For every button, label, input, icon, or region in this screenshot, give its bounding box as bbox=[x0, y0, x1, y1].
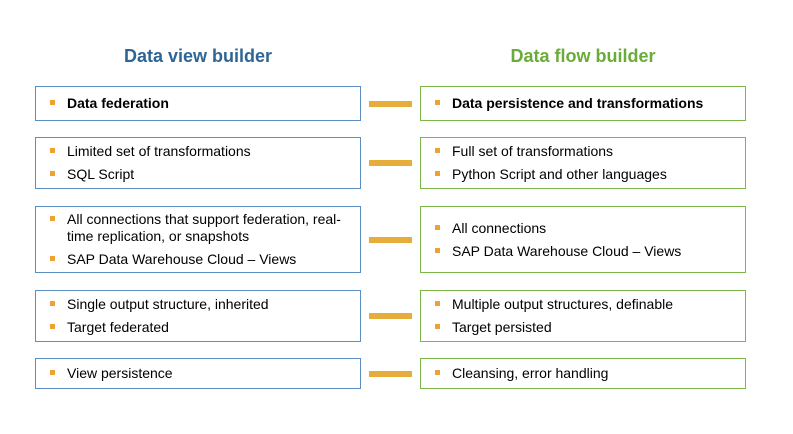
item-text: Data persistence and transformations bbox=[452, 95, 704, 111]
left-box-row-1: Data federation bbox=[35, 86, 361, 121]
item-text: Limited set of transformations bbox=[67, 143, 251, 159]
list-item: Data federation bbox=[50, 95, 350, 112]
connector-bar-row-2 bbox=[369, 160, 412, 166]
square-bullet-icon bbox=[50, 171, 55, 176]
square-bullet-icon bbox=[50, 370, 55, 375]
item-text: Python Script and other languages bbox=[452, 166, 667, 182]
square-bullet-icon bbox=[50, 256, 55, 261]
list-item: Target persisted bbox=[435, 319, 735, 336]
square-bullet-icon bbox=[435, 171, 440, 176]
item-text: Target persisted bbox=[452, 319, 552, 335]
connector-bar-row-4 bbox=[369, 313, 412, 319]
list-item: Full set of transformations bbox=[435, 143, 735, 160]
item-text: Target federated bbox=[67, 319, 169, 335]
list-item: Data persistence and transformations bbox=[435, 95, 735, 112]
list-item: SQL Script bbox=[50, 166, 350, 183]
square-bullet-icon bbox=[50, 324, 55, 329]
list-item: Cleansing, error handling bbox=[435, 365, 735, 382]
square-bullet-icon bbox=[50, 148, 55, 153]
square-bullet-icon bbox=[435, 370, 440, 375]
square-bullet-icon bbox=[50, 100, 55, 105]
item-text: All connections bbox=[452, 219, 547, 236]
connector-bar-row-5 bbox=[369, 370, 412, 377]
list-item: Target federated bbox=[50, 319, 350, 336]
square-bullet-icon bbox=[435, 247, 440, 253]
connector-bar-row-3 bbox=[369, 236, 412, 243]
list-item: All connections bbox=[435, 220, 735, 237]
square-bullet-icon bbox=[435, 148, 440, 153]
left-box-row-3: All connections that support federation,… bbox=[35, 206, 361, 273]
list-item: View persistence bbox=[50, 365, 350, 382]
item-text: Full set of transformations bbox=[452, 143, 614, 159]
right-box-row-1: Data persistence and transformations bbox=[420, 86, 746, 121]
square-bullet-icon bbox=[50, 216, 55, 221]
item-text: All connections that support federation,… bbox=[67, 211, 341, 244]
item-text: SQL Script bbox=[67, 166, 135, 182]
item-text: SAP Data Warehouse Cloud – Views bbox=[452, 242, 682, 259]
right-box-row-5: Cleansing, error handling bbox=[420, 358, 746, 389]
item-text: Data federation bbox=[67, 95, 169, 111]
item-text: SAP Data Warehouse Cloud – Views bbox=[67, 251, 297, 267]
left-box-row-5: View persistence bbox=[35, 358, 361, 389]
list-item: All connections that support federation,… bbox=[50, 211, 350, 245]
list-item: Limited set of transformations bbox=[50, 143, 350, 160]
item-text: Single output structure, inherited bbox=[67, 296, 269, 312]
connector-bar-row-1 bbox=[369, 100, 412, 107]
square-bullet-icon bbox=[435, 100, 440, 105]
square-bullet-icon bbox=[435, 324, 440, 329]
list-item: Multiple output structures, definable bbox=[435, 296, 735, 313]
data-flow-builder-title: Data flow builder bbox=[510, 46, 656, 66]
square-bullet-icon bbox=[435, 301, 440, 306]
item-text: View persistence bbox=[67, 365, 173, 381]
data-view-builder-title: Data view builder bbox=[123, 46, 273, 66]
item-text: Multiple output structures, definable bbox=[452, 296, 674, 312]
list-item: SAP Data Warehouse Cloud – Views bbox=[435, 243, 735, 260]
item-text: Cleansing, error handling bbox=[452, 365, 609, 381]
square-bullet-icon bbox=[50, 301, 55, 306]
list-item: Single output structure, inherited bbox=[50, 296, 350, 313]
list-item: SAP Data Warehouse Cloud – Views bbox=[50, 251, 350, 268]
square-bullet-icon bbox=[435, 224, 440, 230]
list-item: Python Script and other languages bbox=[435, 166, 735, 183]
